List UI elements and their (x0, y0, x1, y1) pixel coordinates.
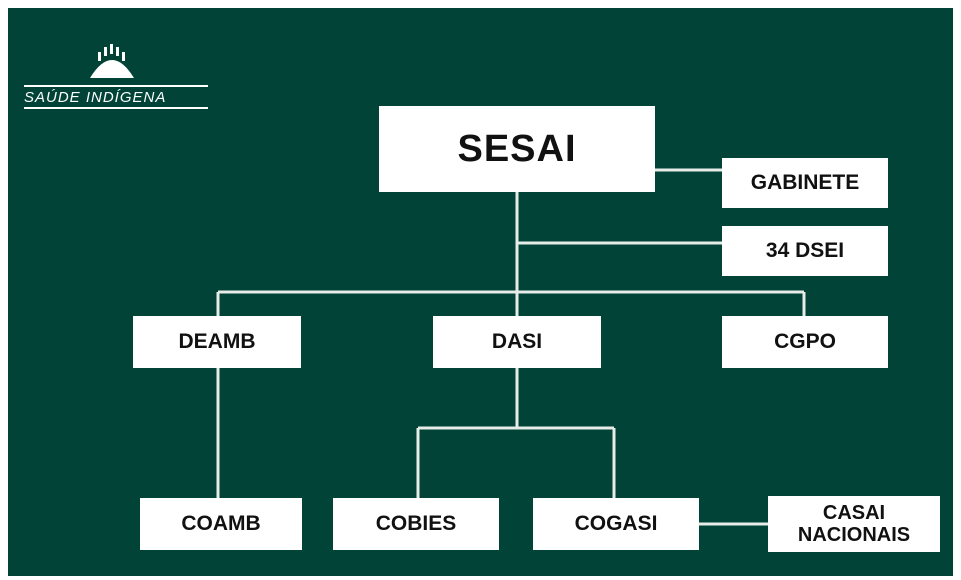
node-sesai-label: SESAI (457, 127, 577, 170)
node-gabinete: GABINETE (722, 158, 888, 208)
node-dasi: DASI (433, 316, 601, 368)
node-dasi-label: DASI (491, 330, 543, 353)
node-gabinete-label: GABINETE (750, 171, 860, 194)
node-cogasi-label: COGASI (574, 512, 658, 535)
node-cgpo: CGPO (722, 316, 888, 368)
node-coamb: COAMB (140, 498, 302, 550)
node-casai-label-line1: CASAI (822, 502, 886, 524)
node-sesai: SESAI (379, 106, 655, 192)
node-deamb-label: DEAMB (178, 330, 256, 353)
logo-text: SAÚDE INDÍGENA (24, 89, 166, 106)
node-cobies: COBIES (333, 498, 499, 550)
node-cogasi: COGASI (533, 498, 699, 550)
node-34-dsei-label: 34 DSEI (765, 239, 845, 262)
node-coamb-label: COAMB (181, 512, 261, 535)
node-casai-nacionais: CASAI NACIONAIS (768, 496, 940, 552)
node-casai-label-line2: NACIONAIS (797, 524, 911, 546)
node-deamb: DEAMB (133, 316, 301, 368)
saude-indigena-logo: SAÚDE INDÍGENA (20, 40, 220, 120)
node-cobies-label: COBIES (375, 512, 457, 535)
feather-headdress-icon: SAÚDE INDÍGENA (24, 44, 208, 109)
node-cgpo-label: CGPO (774, 330, 836, 353)
node-34-dsei: 34 DSEI (722, 226, 888, 276)
